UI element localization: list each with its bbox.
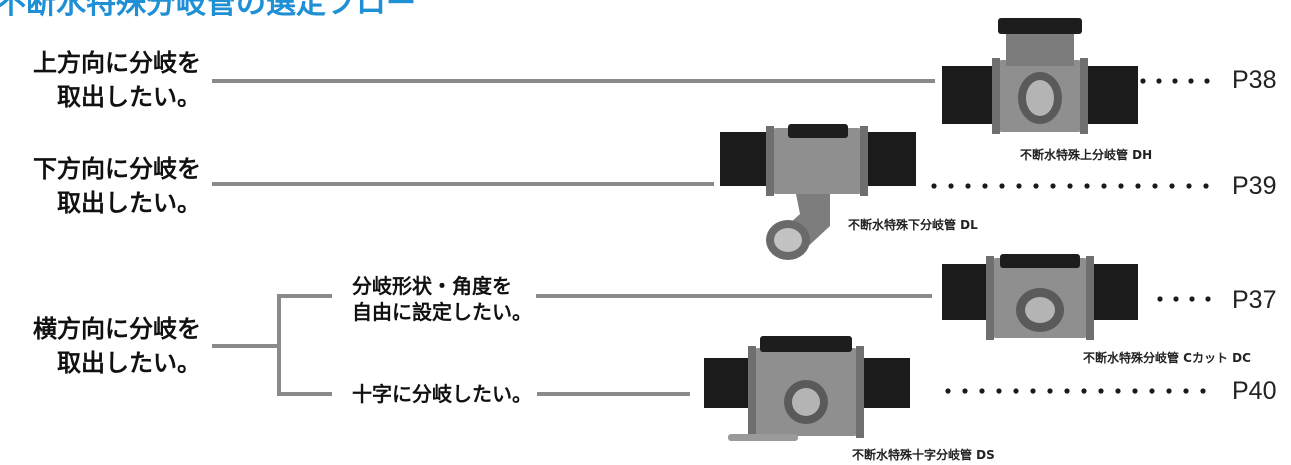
dotted-leaders — [931, 78, 1211, 394]
caption-dh: 不断水特殊上分岐管 DH — [1020, 148, 1153, 162]
leader-dots-p39 — [931, 183, 1209, 189]
sub-option-cross: 十字に分岐したい。 — [352, 382, 532, 406]
sub-option-free-angle: 分岐形状・角度を 自由に設定したい。 — [352, 274, 532, 324]
cross-branch-pipe-icon — [704, 336, 910, 441]
page-title: 不断水特殊分岐管の選定フロー — [0, 0, 416, 21]
page-ref-p40: P40 — [1232, 377, 1277, 405]
need-side-branch: 横方向に分岐を 取出したい。 — [33, 315, 201, 377]
page-ref-p38: P38 — [1232, 66, 1277, 94]
connector-side-bracket — [277, 294, 332, 396]
caption-ds: 不断水特殊十字分岐管 DS — [852, 448, 995, 462]
caption-dl: 不断水特殊下分岐管 DL — [848, 218, 978, 232]
caption-dc: 不断水特殊分岐管 Cカット DC — [1083, 351, 1251, 365]
upper-branch-pipe-icon — [942, 18, 1138, 134]
lower-branch-pipe-icon — [720, 124, 916, 260]
need-upper-branch: 上方向に分岐を 取出したい。 — [33, 49, 201, 111]
leader-dots-p38 — [1140, 78, 1210, 84]
page-ref-p39: P39 — [1232, 172, 1277, 200]
need-lower-branch: 下方向に分岐を 取出したい。 — [33, 155, 201, 217]
page-ref-p37: P37 — [1232, 286, 1277, 314]
leader-dots-p40 — [945, 388, 1206, 394]
c-cut-branch-pipe-icon — [942, 254, 1138, 340]
leader-dots-p37 — [1157, 296, 1211, 302]
